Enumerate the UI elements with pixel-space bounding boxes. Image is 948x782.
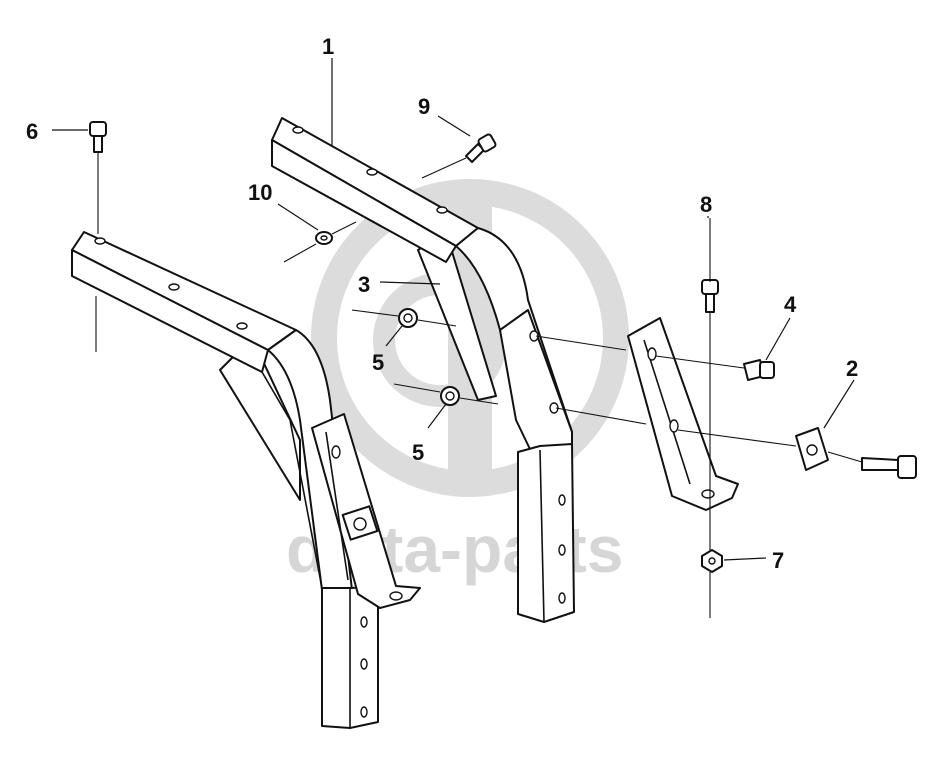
callout-5-lower: 5 bbox=[412, 440, 424, 465]
callout-8: 8 bbox=[700, 192, 712, 217]
callout-6: 6 bbox=[26, 119, 38, 144]
bolt-item-4 bbox=[743, 359, 775, 381]
washer-item-5-upper bbox=[398, 308, 418, 328]
nut-item-10 bbox=[315, 231, 333, 245]
callout-1: 1 bbox=[322, 34, 334, 59]
bolt-item-6 bbox=[89, 121, 107, 153]
washer-item-5-lower bbox=[440, 386, 460, 406]
callout-2: 2 bbox=[846, 356, 858, 381]
left-frame-arm bbox=[71, 231, 421, 729]
right-frame-arm bbox=[271, 117, 575, 623]
callout-9: 9 bbox=[418, 94, 430, 119]
square-washer-item-2 bbox=[795, 427, 917, 479]
callout-7: 7 bbox=[772, 548, 784, 573]
exploded-bracket bbox=[627, 317, 739, 511]
callout-4: 4 bbox=[784, 292, 797, 317]
assembly-lines bbox=[95, 152, 863, 618]
callout-5-upper: 5 bbox=[372, 350, 384, 375]
callout-10: 10 bbox=[248, 180, 272, 205]
bolt-item-8 bbox=[701, 279, 719, 313]
bolt-item-9 bbox=[465, 133, 497, 163]
callout-3: 3 bbox=[358, 272, 370, 297]
nut-item-7 bbox=[701, 549, 723, 573]
leader-lines bbox=[52, 58, 855, 561]
